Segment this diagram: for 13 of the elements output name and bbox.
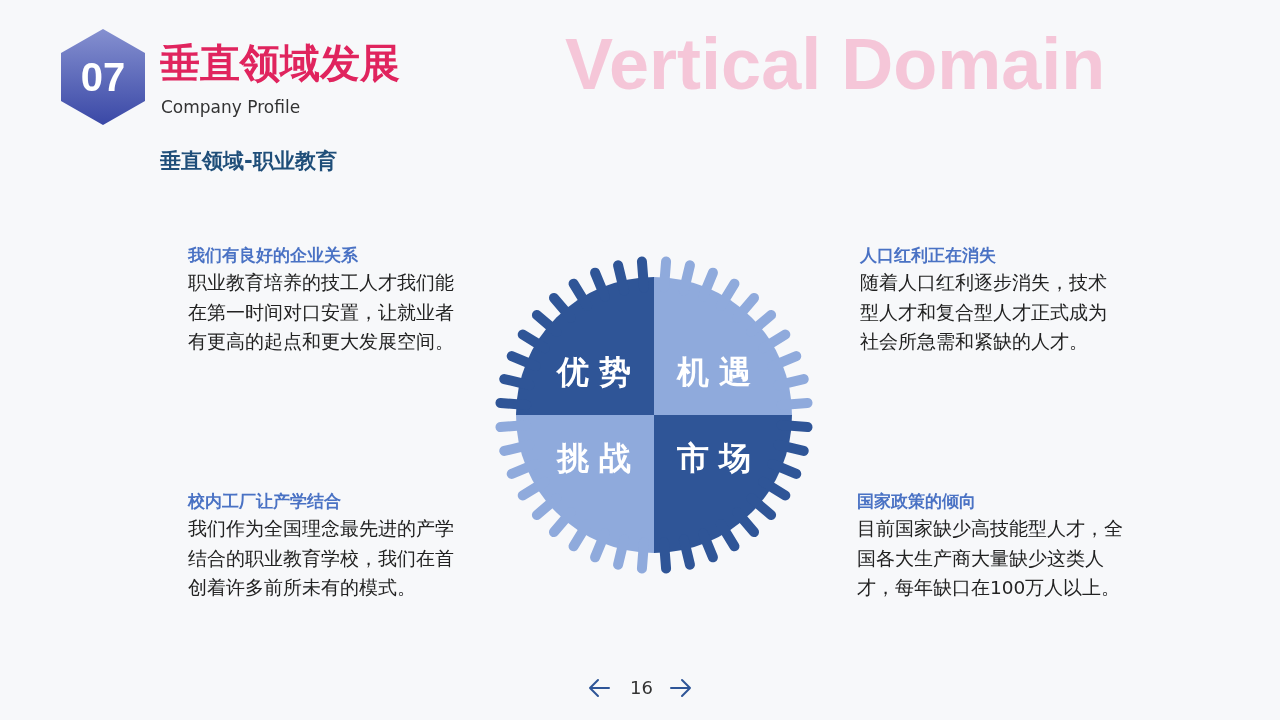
title: 垂直领域发展 bbox=[160, 39, 400, 88]
point-text: 我们作为全国理念最先进的产学结合的职业教育学校，我们在首创着许多前所未有的模式。 bbox=[188, 517, 455, 600]
page-number: 16 bbox=[630, 676, 653, 700]
point-heading: 人口红利正在消失 bbox=[860, 244, 996, 267]
subtitle: Company Profile bbox=[161, 96, 301, 118]
section-heading: 垂直领域-职业教育 bbox=[160, 148, 337, 175]
point-text: 随着人口红利逐步消失，技术型人才和复合型人才正式成为社会所急需和紧缺的人才。 bbox=[860, 271, 1108, 354]
point-heading: 国家政策的倾向 bbox=[857, 490, 976, 513]
point-heading: 我们有良好的企业关系 bbox=[188, 244, 358, 267]
hexagon-badge: 07 bbox=[61, 29, 145, 125]
point-text: 目前国家缺少高技能型人才，全国各大生产商大量缺少这类人才，每年缺口在100万人以上。 bbox=[857, 517, 1124, 600]
point-heading: 校内工厂让产学结合 bbox=[188, 490, 341, 513]
point-text: 职业教育培养的技工人才我们能在第一时间对口安置，让就业者有更高的起点和更大发展空间。 bbox=[188, 271, 455, 354]
